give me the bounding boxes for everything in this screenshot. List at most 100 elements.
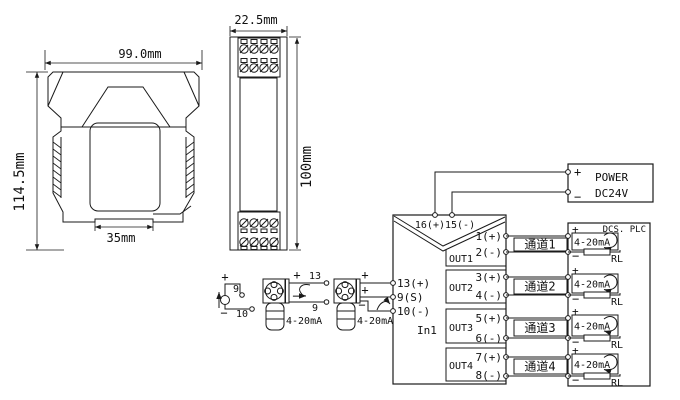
- source-label-10: 10: [236, 309, 248, 320]
- loop4-plus: +: [572, 344, 579, 357]
- out1-minus-label: 2(-): [476, 246, 503, 259]
- input-current-source: + − 9 10: [216, 270, 255, 320]
- tx1-dial-lobes: [264, 281, 284, 301]
- out1-label: OUT1: [449, 254, 473, 265]
- out4-box: [445, 347, 507, 382]
- side-top-terminal-block: [237, 37, 281, 78]
- loop4-load-resistor: [583, 372, 611, 380]
- right-clip-hatching: [185, 141, 195, 198]
- transmitter-1: + 13 − 9 4-20mA: [262, 268, 330, 331]
- dimension-height-100mm: 100mm: [289, 36, 315, 251]
- out4-plus-label: 7(+): [476, 351, 503, 364]
- out2-minus-label: 4(-): [476, 289, 503, 302]
- loop2-current-arrow: [603, 274, 618, 295]
- tx2-terminal-block: [356, 278, 361, 304]
- loop3-signal: 4-20mA: [574, 322, 610, 333]
- power-plus-terminal: [565, 169, 571, 175]
- loop3-load-label: RL: [611, 340, 623, 351]
- source-minus-sign: −: [220, 306, 227, 320]
- tx2-minus-sign: −: [358, 298, 365, 312]
- left-clip-hatching: [52, 141, 62, 198]
- main-device: 16(+)15(-) 13(+) 9(S) 10(-) In1 OUT1 OUT…: [390, 212, 509, 385]
- channel-1-box: [513, 237, 568, 252]
- out2-plus-label: 3(+): [476, 271, 503, 284]
- loop1-signal: 4-20mA: [574, 238, 610, 249]
- side-view: 22.5mm 100mm: [229, 13, 315, 251]
- terminal-15: [449, 212, 455, 218]
- loop2-load-resistor: [583, 291, 611, 299]
- side-face-plate: [239, 77, 278, 212]
- current-source-wires: [224, 283, 249, 310]
- front-view: 99.0mm 114.5mm 35mm: [12, 47, 203, 251]
- out3-label: OUT3: [449, 323, 473, 334]
- terminal-9s-label: 9(S): [397, 291, 424, 304]
- loop2-plus: +: [572, 264, 579, 277]
- tx1-minus-sign: −: [292, 289, 299, 303]
- tx2-signal-label: 4-20mA: [357, 316, 393, 327]
- loop1-load-label: RL: [611, 254, 623, 265]
- tx2-plus-sign-2: +: [361, 283, 368, 297]
- out2-box: [445, 269, 507, 304]
- dcs-plc-box: [567, 222, 651, 387]
- dcs-plc: DCS. PLC + 4-20mA − RL + 4-20mA − RL: [565, 222, 651, 389]
- terminal-13-label: 13(+): [397, 277, 430, 290]
- channel-4-box: [513, 358, 568, 375]
- terminal-10-label: 10(-): [397, 305, 430, 318]
- source-plus-sign: +: [221, 270, 228, 284]
- channel-4-label: 通道4: [524, 360, 555, 374]
- tx1-plus-sign: +: [293, 268, 300, 282]
- power-minus-terminal: [565, 189, 571, 195]
- loop3-load-resistor: [583, 334, 611, 342]
- out1-plus-label: 1(+): [476, 230, 503, 243]
- transmitter-2: + + − 4-20mA: [333, 268, 393, 331]
- loop1-load-resistor: [583, 248, 611, 256]
- input-channel-label: In1: [417, 324, 437, 337]
- loop2-load-label: RL: [611, 297, 623, 308]
- terminal-13: [390, 280, 396, 286]
- front-width-label: 99.0mm: [118, 47, 161, 61]
- chevron-lines: [393, 215, 506, 252]
- top-terminal-label: 16(+)15(-): [415, 220, 475, 231]
- tx1-terminal-13: [323, 280, 330, 286]
- dcs-loop-4: + 4-20mA − RL: [565, 344, 623, 389]
- dimension-height-114mm: 114.5mm: [12, 72, 64, 251]
- power-plus-sign: +: [574, 165, 581, 179]
- front-height-label: 114.5mm: [12, 152, 28, 211]
- front-view-trapezoid: [81, 86, 171, 128]
- dimension-width-99mm: 99.0mm: [26, 47, 203, 73]
- dcs-plc-title: DCS. PLC: [603, 225, 646, 235]
- loop1-minus: −: [572, 249, 579, 263]
- tx1-body-lines: [266, 310, 284, 320]
- channel-labels: 通道1 通道2 通道3 通道4: [513, 237, 568, 375]
- out3-box: [445, 308, 507, 344]
- source-terminal-9: [239, 292, 245, 298]
- front-view-inner-lines: [47, 71, 200, 215]
- terminal-9s: [390, 294, 396, 300]
- out2-label: OUT2: [449, 283, 473, 294]
- out3-plus-label: 5(+): [476, 312, 503, 325]
- dcs-loop-3: + 4-20mA − RL: [565, 305, 623, 351]
- power-box: [567, 163, 654, 203]
- out4-minus-label: 8(-): [476, 369, 503, 382]
- power-supply: + − POWER DC24V: [434, 163, 654, 215]
- side-height-label: 100mm: [299, 146, 315, 188]
- power-voltage: DC24V: [595, 187, 628, 200]
- terminal-screws: [239, 39, 279, 250]
- tx1-loop-arrow: [298, 284, 311, 299]
- loop2-signal: 4-20mA: [574, 280, 610, 291]
- tx2-dial: [335, 281, 355, 301]
- tx2-body: [336, 302, 356, 331]
- power-minus-sign: −: [574, 190, 581, 204]
- dimension-slot-35mm: 35mm: [94, 222, 154, 245]
- tx1-wires: [289, 282, 324, 303]
- source-terminal-10: [249, 306, 255, 312]
- loop3-plus: +: [572, 305, 579, 318]
- current-source-symbol: [220, 295, 230, 305]
- tx1-label-13: 13: [309, 271, 321, 282]
- loop4-load-label: RL: [611, 378, 623, 389]
- tx2-dial-lobes: [335, 281, 355, 301]
- loop4-minus: −: [572, 373, 579, 387]
- terminal-16: [432, 212, 438, 218]
- out4-label: OUT4: [449, 361, 473, 372]
